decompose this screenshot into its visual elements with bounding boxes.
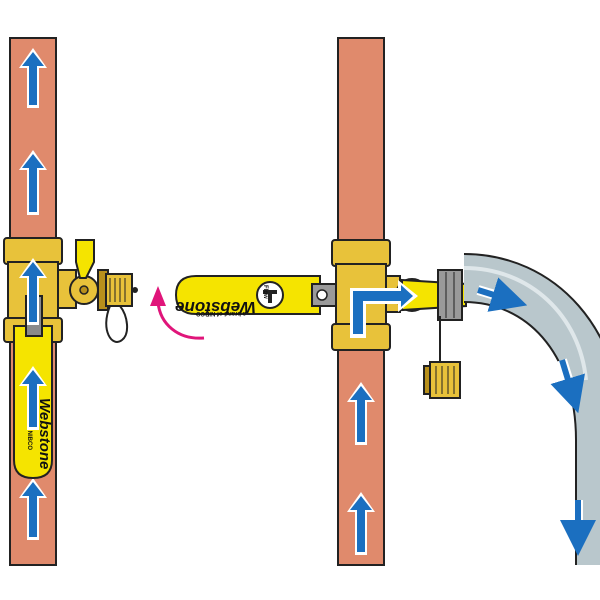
left-valve-brand-label: Webstone <box>36 398 53 469</box>
right-pipe-flow-arrows <box>347 382 375 555</box>
hose-flow-arrows <box>476 277 596 556</box>
right-valve-brand-label: Webstone <box>175 298 256 317</box>
flow-arrow-icon <box>347 382 375 445</box>
rotate-arrow-icon <box>150 286 205 340</box>
flow-arrow-icon <box>347 492 375 555</box>
right-valve-subbrand-label: a brand of NIBCO <box>196 310 246 316</box>
right-valve-handle: Webstone a brand of NIBCO Flow <box>174 275 365 317</box>
flow-arrow-icon <box>19 366 47 430</box>
flow-arrow-icon <box>476 277 528 312</box>
flow-arrow-icon <box>19 478 47 540</box>
flow-arrow-icon <box>19 150 47 215</box>
right-valve-flow-label: Flow <box>262 285 268 299</box>
flow-arrow-icon <box>350 280 418 338</box>
flow-arrow-icon <box>19 258 47 325</box>
flow-arrow-icon <box>550 358 585 414</box>
flow-arrow-icon <box>19 48 47 108</box>
left-pipe-flow-arrows <box>19 48 47 540</box>
